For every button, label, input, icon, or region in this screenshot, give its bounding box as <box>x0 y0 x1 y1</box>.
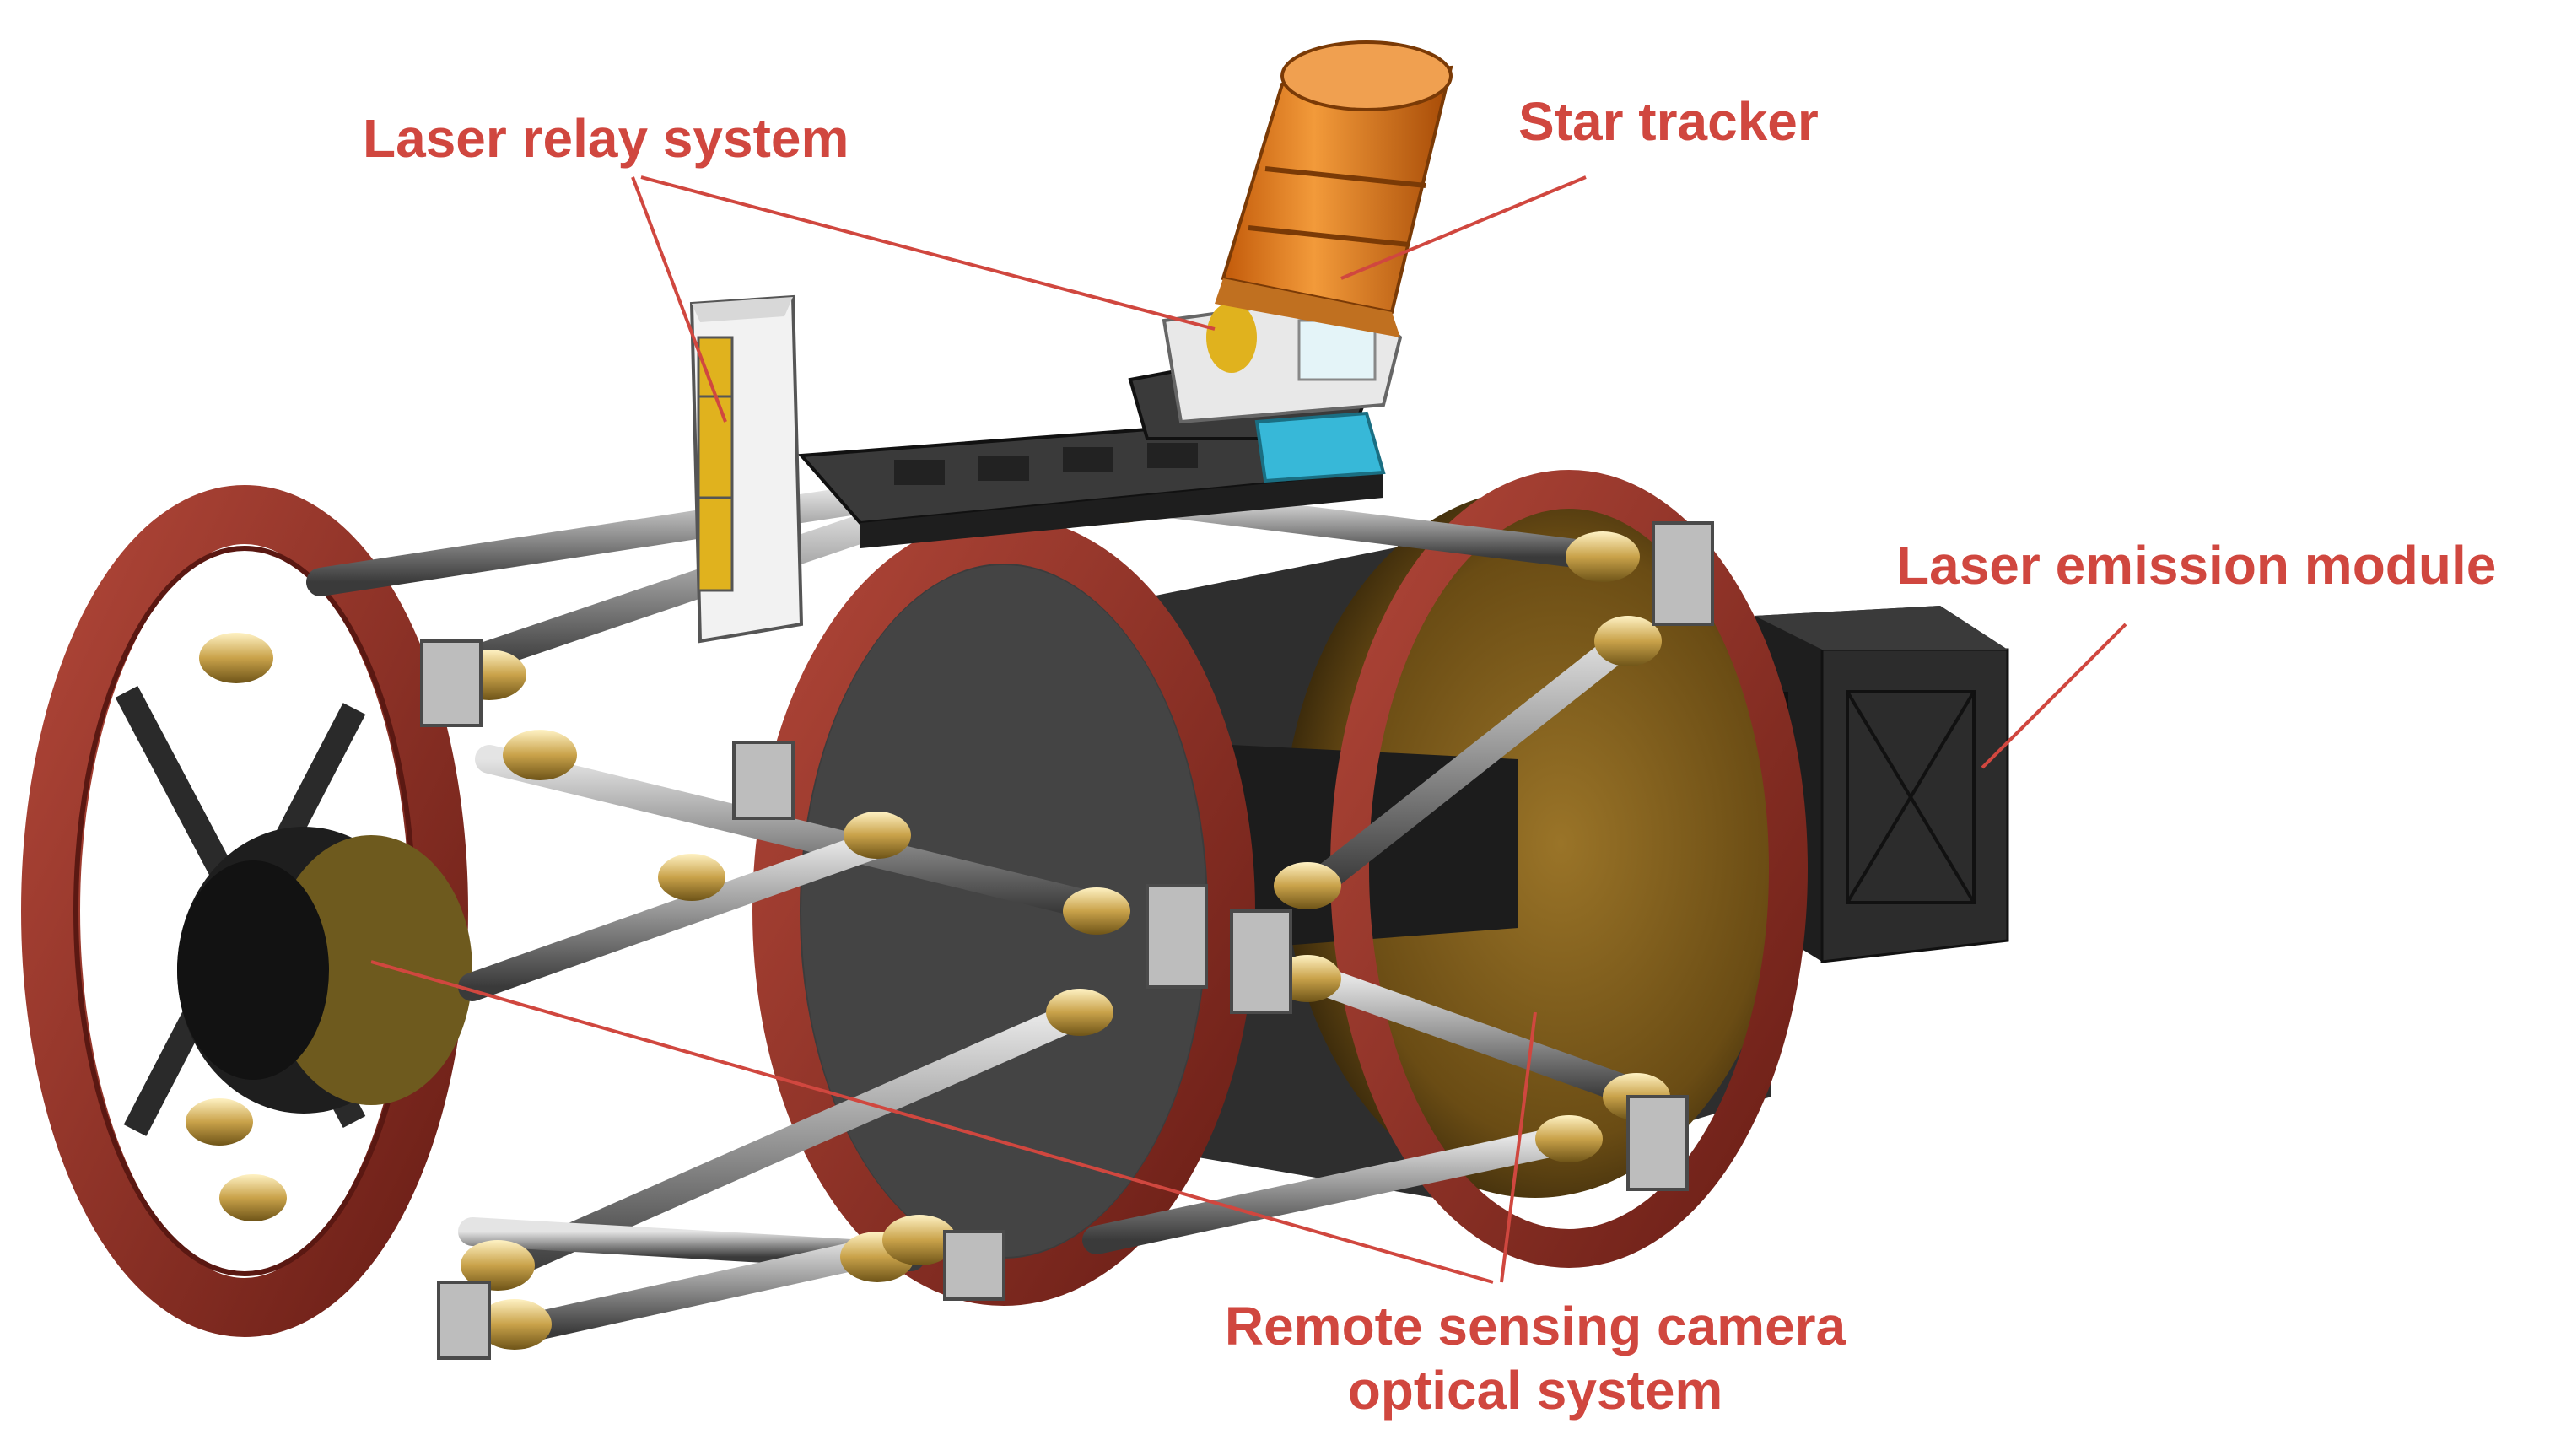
leader-star-tracker <box>1340 175 1587 280</box>
leader-laser-emission <box>1981 623 2127 769</box>
cyan-interface-block <box>1254 411 1386 483</box>
label-remote-sensing-camera: Remote sensing camera optical system <box>1198 1294 1873 1422</box>
label-laser-relay-system: Laser relay system <box>363 108 849 169</box>
label-laser-emission-module: Laser emission module <box>1896 535 2497 596</box>
leader-camera-right <box>1500 1011 1537 1283</box>
leader-relay-right <box>640 175 1216 331</box>
leader-camera-left <box>370 960 1494 1284</box>
truss-rods <box>306 475 1659 1347</box>
leader-lines <box>370 175 2127 1284</box>
leader-relay-left <box>631 176 727 423</box>
label-camera-line1: Remote sensing camera <box>1224 1296 1846 1356</box>
label-star-tracker: Star tracker <box>1518 91 1819 152</box>
label-camera-line2: optical system <box>1347 1360 1723 1421</box>
star-tracker-unit <box>1128 40 1453 483</box>
front-ring <box>21 485 472 1337</box>
mounting-brackets <box>420 521 1714 1360</box>
top-platform <box>797 419 1384 548</box>
laser-relay-unit <box>689 294 804 644</box>
